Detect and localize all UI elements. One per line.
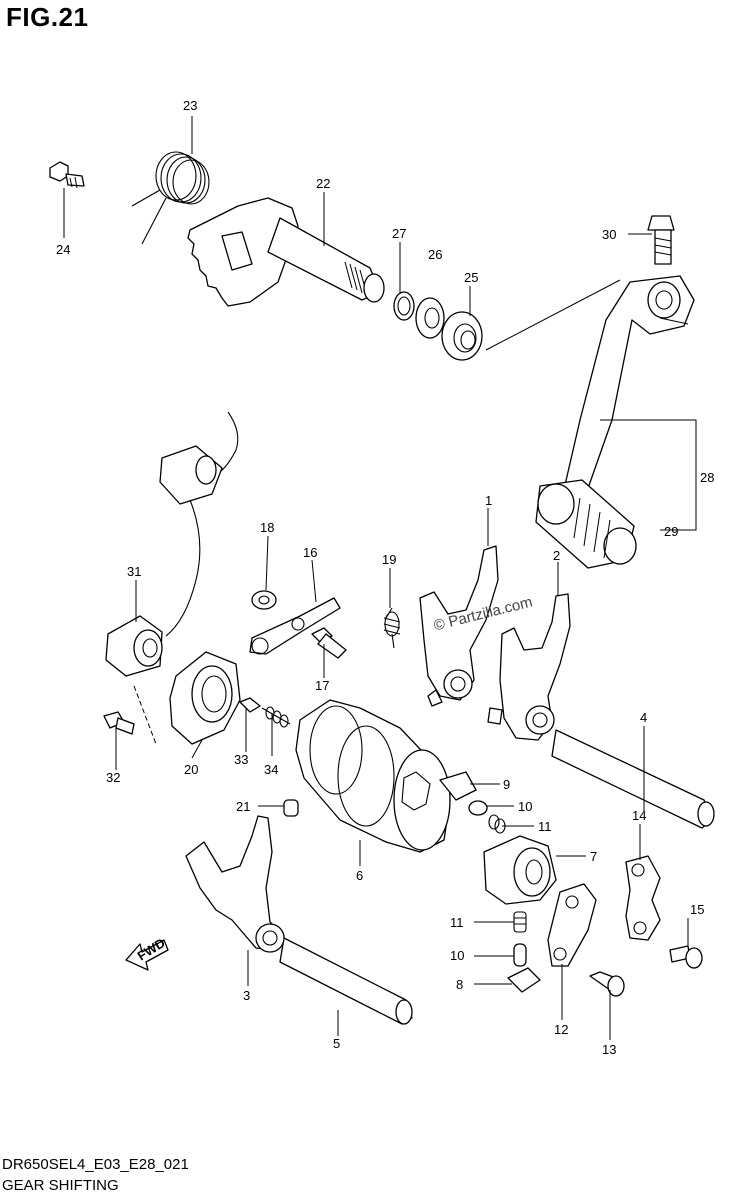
part-27-circlip — [393, 291, 415, 321]
part-10-pin-upper — [468, 800, 488, 816]
callout-5: 5 — [333, 1036, 340, 1051]
part-11-spring-lower — [513, 911, 527, 933]
part-1-shift-fork — [419, 545, 499, 707]
callout-labels: 1 2 3 4 5 6 7 8 9 10 10 11 11 12 13 14 1… — [56, 98, 714, 1057]
part-10-pin-lower — [513, 943, 527, 967]
part-5-fork-shaft — [279, 937, 413, 1025]
part-9-pawl-upper — [439, 771, 477, 801]
figure-title: FIG.21 — [6, 2, 89, 32]
part-6-shift-cam — [295, 699, 451, 853]
callout-10-upper: 10 — [518, 799, 532, 814]
part-16-stopper-arm — [249, 597, 341, 655]
leader-shaft-to-lever — [485, 279, 621, 351]
callout-26: 26 — [428, 247, 442, 262]
callout-10-lower: 10 — [450, 948, 464, 963]
callout-28: 28 — [700, 470, 714, 485]
callout-32: 32 — [106, 770, 120, 785]
callout-2: 2 — [553, 548, 560, 563]
leader-lines — [63, 116, 697, 1040]
callout-25: 25 — [464, 270, 478, 285]
part-28-shift-lever — [561, 275, 695, 499]
part-33-pin — [239, 697, 261, 713]
callout-16: 16 — [303, 545, 317, 560]
callout-12: 12 — [554, 1022, 568, 1037]
part-17-bolt — [311, 627, 347, 659]
part-30-bolt — [647, 215, 675, 265]
part-34-spring — [261, 706, 291, 728]
part-8-pawl-lower — [507, 967, 541, 993]
callout-31: 31 — [127, 564, 141, 579]
part-31-gear-position-switch — [105, 411, 239, 677]
part-2-shift-fork — [487, 593, 571, 741]
callout-14: 14 — [632, 808, 646, 823]
part-7-pawl-holder — [483, 835, 557, 905]
part-18-washer — [251, 590, 277, 610]
part-29-pedal-rubber — [535, 479, 637, 569]
callout-29: 29 — [664, 524, 678, 539]
footer-name: GEAR SHIFTING — [2, 1177, 119, 1194]
callout-15: 15 — [690, 902, 704, 917]
callout-3: 3 — [243, 988, 250, 1003]
part-15-screw — [669, 945, 703, 969]
callout-11-lower: 11 — [450, 915, 464, 930]
callout-23: 23 — [183, 98, 197, 113]
callout-20: 20 — [184, 762, 198, 777]
part-23-spring — [131, 151, 210, 245]
leader-31-32 — [133, 685, 157, 745]
part-25-oil-seal — [441, 311, 483, 361]
footer-code: DR650SEL4_E03_E28_021 — [2, 1156, 189, 1173]
callout-34: 34 — [264, 762, 278, 777]
callout-4: 4 — [640, 710, 647, 725]
callout-6: 6 — [356, 868, 363, 883]
callout-22: 22 — [316, 176, 330, 191]
fwd-arrow-icon: FWD — [125, 935, 169, 971]
callout-30: 30 — [602, 227, 616, 242]
part-3-shift-fork — [185, 815, 285, 953]
part-22-shaft — [187, 197, 385, 307]
callout-9: 9 — [503, 777, 510, 792]
callout-13: 13 — [602, 1042, 616, 1057]
callout-19: 19 — [382, 552, 396, 567]
part-11-spring-upper — [488, 814, 506, 834]
callout-18: 18 — [260, 520, 274, 535]
part-20-stopper-plate — [169, 651, 241, 745]
callout-8: 8 — [456, 977, 463, 992]
callout-17: 17 — [315, 678, 329, 693]
part-24-bolt — [49, 161, 85, 189]
part-26-washer — [415, 297, 445, 339]
callout-24: 24 — [56, 242, 70, 257]
part-19-spring — [383, 607, 401, 649]
part-12-guide-plate — [547, 883, 597, 967]
part-21-pin — [283, 799, 299, 817]
part-14-retainer — [625, 855, 661, 941]
part-4-fork-shaft — [551, 729, 715, 829]
callout-21: 21 — [236, 799, 250, 814]
callout-27: 27 — [392, 226, 406, 241]
part-32-screw — [103, 711, 135, 735]
callout-1: 1 — [485, 493, 492, 508]
part-13-screw — [589, 971, 625, 997]
callout-7: 7 — [590, 849, 597, 864]
callout-33: 33 — [234, 752, 248, 767]
callout-11-upper: 11 — [538, 819, 552, 834]
